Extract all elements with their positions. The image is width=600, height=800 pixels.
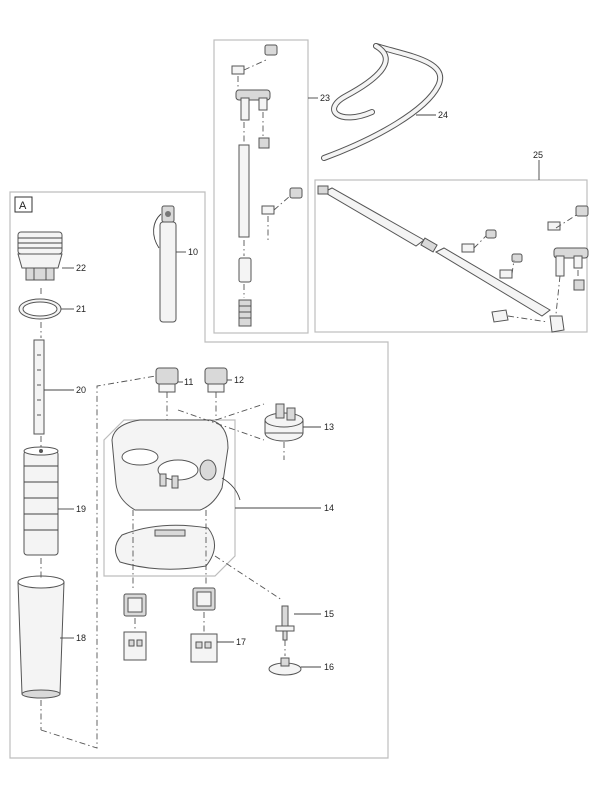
part-14-pump-head [103, 419, 241, 577]
assembly-lines [40, 59, 579, 749]
label-14: 14 [324, 503, 334, 513]
part-12-valve [204, 367, 228, 393]
part-15-impeller [275, 605, 295, 641]
label-22: 22 [76, 263, 86, 273]
section-label: A [19, 200, 27, 212]
label-10: 10 [188, 247, 198, 257]
leader-lines [44, 97, 540, 668]
part-10-intake-tube [153, 205, 177, 323]
label-17: 17 [236, 637, 246, 647]
part-22-cap [17, 231, 63, 281]
part-25-spray-bar-assembly [317, 185, 589, 333]
label-24: 24 [438, 110, 448, 120]
part-23-outlet-assembly [231, 44, 303, 327]
label-25: 25 [533, 150, 543, 160]
group-box-23 [213, 39, 309, 334]
label-18: 18 [76, 633, 86, 643]
label-19: 19 [76, 504, 86, 514]
part-labels: 22 21 20 19 18 10 11 12 13 14 15 16 17 2… [76, 93, 543, 672]
part-13-outlet-head [264, 403, 304, 442]
part-17-latches [123, 587, 218, 663]
label-20: 20 [76, 385, 86, 395]
part-19-filter-stack [23, 446, 59, 556]
part-16-impeller-cover [268, 657, 302, 676]
label-12: 12 [234, 375, 244, 385]
label-13: 13 [324, 422, 334, 432]
part-20-perforated-tube [33, 339, 45, 435]
part-11-valve [155, 367, 179, 393]
part-18-housing-tube [17, 575, 65, 699]
label-16: 16 [324, 662, 334, 672]
label-15: 15 [324, 609, 334, 619]
label-11: 11 [184, 377, 193, 387]
group-box-a: A [9, 191, 389, 759]
label-21: 21 [76, 304, 86, 314]
label-23: 23 [320, 93, 330, 103]
